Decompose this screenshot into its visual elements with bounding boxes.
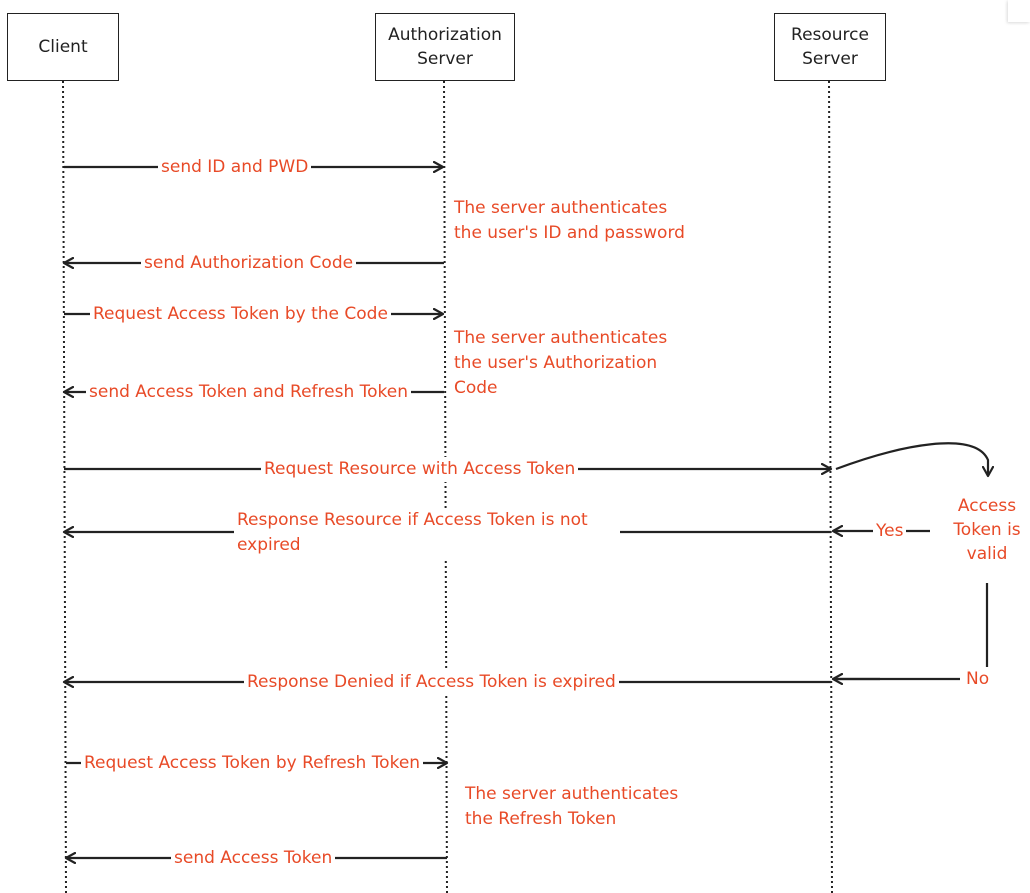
lifeline-auth-server [443,80,448,893]
message-label: send ID and PWD [158,155,312,180]
decision-yes-label: Yes [873,519,907,544]
note-authenticate-auth-code: The server authenticates the user's Auth… [454,328,668,398]
message-label: send Access Token [171,846,336,871]
decision-no-label: No [963,667,993,692]
message-label: Response Resource if Access Token is not… [234,508,620,560]
message-label: Request Access Token by the Code [90,302,391,327]
message-label: send Access Token and Refresh Token [86,380,412,405]
participant-resource-server: Resource Server [774,13,886,81]
arrow-to-validity-check [835,442,988,476]
message-label: Response Denied if Access Token is expir… [244,670,619,695]
corner-widget [1008,0,1030,22]
message-label: Request Access Token by Refresh Token [81,751,424,776]
message-label: Request Resource with Access Token [261,457,579,482]
lifeline-client [62,80,67,893]
arrow-no-branch [833,583,989,681]
message-label: send Authorization Code [141,251,357,276]
participant-client: Client [7,13,119,81]
note-authenticate-refresh-token: The server authenticates the Refresh Tok… [465,784,679,829]
lifeline-resource-server [828,80,833,893]
decision-access-token-valid: Access Token is valid [953,496,1021,564]
participant-authorization-server: Authorization Server [375,13,515,81]
note-authenticate-id-password: The server authenticates the user's ID a… [454,198,685,243]
